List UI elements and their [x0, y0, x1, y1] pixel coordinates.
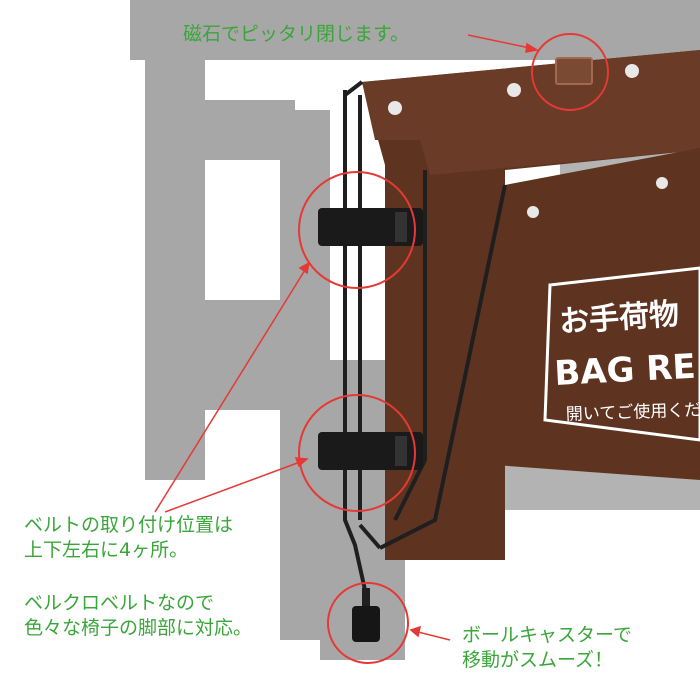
caption-belt-position: ベルトの取り付け位置は 上下左右に4ヶ所。 [24, 513, 233, 562]
caption-caster-line2: 移動がスムーズ！ [462, 648, 614, 671]
highlight-belt-lower [298, 394, 416, 512]
ball-caster [352, 588, 380, 642]
sign-en-title: BAG RE [553, 347, 696, 394]
highlight-belt-upper [298, 171, 416, 289]
magnet-patch [555, 57, 593, 85]
highlight-circles [298, 33, 609, 664]
velcro-strap-lower [318, 432, 423, 470]
highlight-caster [327, 582, 409, 664]
chair-rail-upper [200, 100, 295, 160]
pointer-arrows [154, 34, 540, 641]
chair-rail-lower [200, 300, 295, 410]
highlight-magnet [531, 33, 609, 111]
caption-magnet-line1: 磁石でピッタリ閉じます。 [183, 23, 410, 45]
caption-velcro: ベルクロベルトなので 色々な椅子の脚部に対応。 [24, 591, 252, 640]
caption-velcro-line1: ベルクロベルトなので [24, 592, 215, 614]
bag-front-panel: お手荷物 BAG RE 開いてご使用くださ [495, 148, 700, 480]
snap-rivet [527, 206, 539, 218]
caption-caster-line1: ボールキャスターで [462, 624, 632, 646]
velcro-strap-upper [318, 208, 423, 246]
chair-back-post-left [145, 0, 205, 480]
snap-rivet [507, 83, 521, 97]
caption-belt-line2: 上下左右に4ヶ所。 [24, 538, 189, 561]
bag-back-panel [362, 50, 700, 560]
caption-belt-line1: ベルトの取り付け位置は [24, 514, 234, 536]
caption-caster: ボールキャスターで 移動がスムーズ！ [462, 623, 632, 672]
sign-jp-title: お手荷物 [558, 297, 680, 340]
caption-magnet: 磁石でピッタリ閉じます。 [183, 22, 409, 47]
snap-rivet [625, 64, 639, 78]
chair-seat-top [130, 0, 700, 60]
snap-rivet [656, 177, 668, 189]
snap-rivet [388, 101, 402, 115]
caption-velcro-line2: 色々な椅子の脚部に対応。 [24, 616, 253, 639]
